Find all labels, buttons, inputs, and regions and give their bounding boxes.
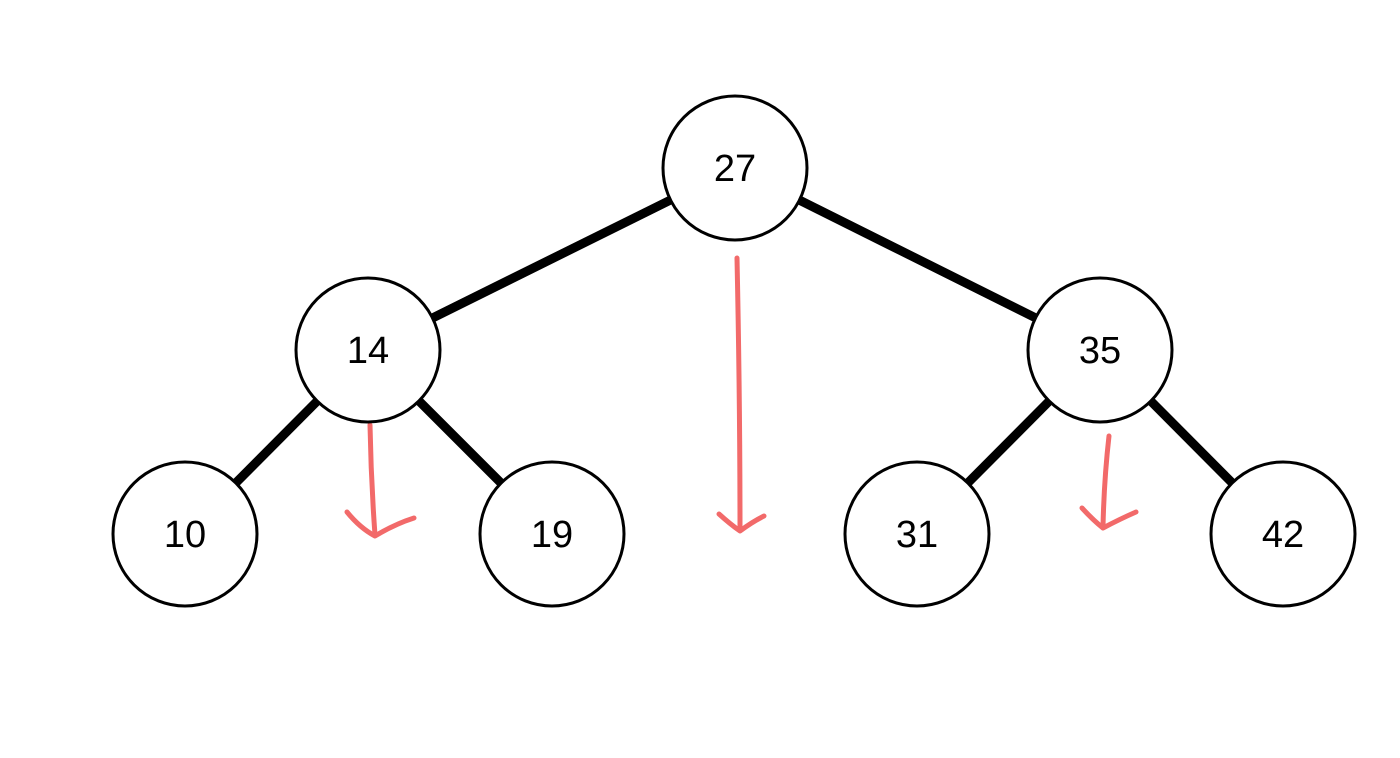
node-label: 27 <box>714 148 756 190</box>
node-label: 14 <box>347 330 389 372</box>
arrow-below-14-icon <box>344 422 417 539</box>
tree-node-10: 10 <box>111 460 259 608</box>
node-label: 31 <box>896 514 938 556</box>
tree-node-27: 27 <box>661 94 809 242</box>
arrow-shaft <box>367 422 378 538</box>
node-circle <box>1209 460 1357 608</box>
arrows <box>344 255 1139 539</box>
tree-node-42: 42 <box>1209 460 1357 608</box>
tree-node-14: 14 <box>294 276 442 424</box>
node-circle <box>661 94 809 242</box>
node-label: 35 <box>1079 330 1121 372</box>
arrow-head <box>344 509 417 539</box>
node-label: 19 <box>531 514 573 556</box>
node-label: 10 <box>164 514 206 556</box>
node-label: 42 <box>1262 514 1304 556</box>
node-circle <box>294 276 442 424</box>
node-circle <box>111 460 259 608</box>
arrow-head <box>1079 505 1139 531</box>
arrow-head <box>716 511 767 534</box>
arrow-shaft <box>1100 433 1112 530</box>
arrow-shaft <box>734 255 743 533</box>
node-circle <box>1026 276 1174 424</box>
arrow-below-35-icon <box>1079 433 1139 531</box>
node-circle <box>478 460 626 608</box>
nodes: 27 14 35 10 19 31 42 <box>111 94 1357 608</box>
arrow-below-27-icon <box>716 255 767 534</box>
node-circle <box>843 460 991 608</box>
tree-node-19: 19 <box>478 460 626 608</box>
tree-node-35: 35 <box>1026 276 1174 424</box>
tree-node-31: 31 <box>843 460 991 608</box>
